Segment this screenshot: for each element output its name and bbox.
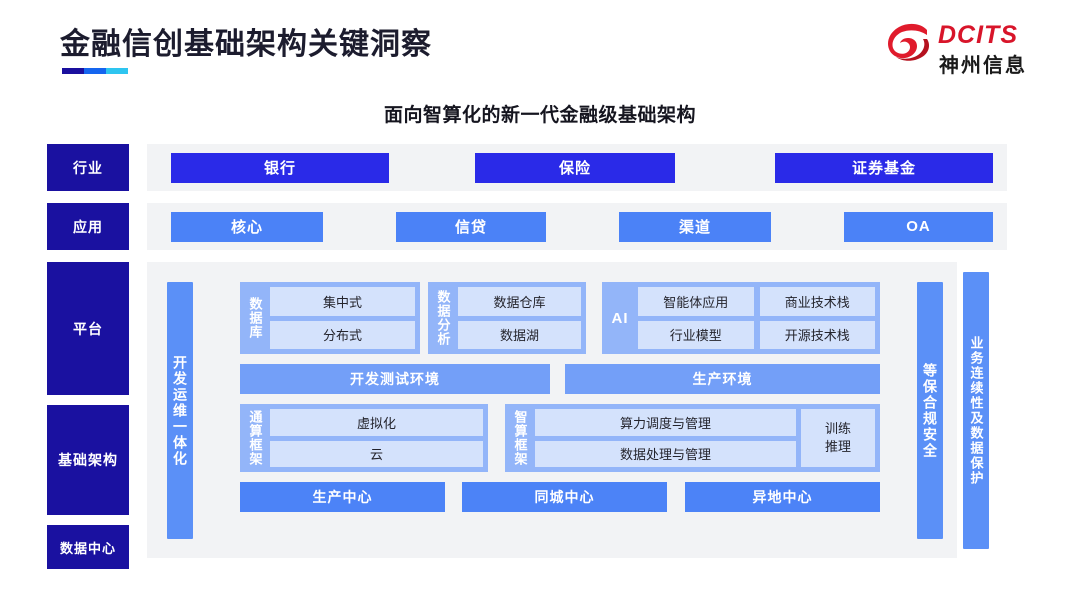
- chip-insurance[interactable]: 保险: [475, 152, 675, 183]
- logo-english-text: DCITS: [938, 21, 1018, 49]
- title-underline-rule: [62, 68, 128, 74]
- logo-chinese-text: 神州信息: [939, 55, 1027, 77]
- group-row: 算力调度与管理: [535, 409, 796, 436]
- vertical-bar-security[interactable]: 等保合规安全: [917, 282, 943, 539]
- item-virtualization[interactable]: 虚拟化: [270, 409, 483, 436]
- group-label-data-analysis: 数据分析: [435, 290, 451, 346]
- item-compute-scheduling[interactable]: 算力调度与管理: [535, 409, 796, 436]
- group-database: 数据库 集中式 分布式: [240, 282, 420, 354]
- group-row: 数据处理与管理: [535, 440, 796, 467]
- group-row: 集中式: [270, 287, 415, 316]
- group-general-computing-framework: 通算框架 虚拟化 云: [240, 404, 488, 472]
- chip-securities-fund[interactable]: 证券基金: [775, 152, 993, 183]
- bar-remote-center[interactable]: 异地中心: [685, 482, 880, 512]
- chip-banking[interactable]: 银行: [171, 152, 389, 183]
- item-centralized[interactable]: 集中式: [270, 287, 415, 316]
- sidebar-item-platform[interactable]: 平台: [47, 262, 129, 395]
- group-items-database: 集中式 分布式: [270, 287, 415, 349]
- layer-label-column: 行业 应用 平台 基础架构 数据中心: [47, 144, 129, 569]
- header: 金融信创基础架构关键洞察 DCITS 神州信息: [0, 0, 1080, 92]
- bar-same-city-center[interactable]: 同城中心: [462, 482, 667, 512]
- group-ai: AI 智能体应用 商业技术栈 行业模型 开源技术栈: [602, 282, 880, 354]
- group-items-intelligent-computing: 算力调度与管理 数据处理与管理: [535, 409, 796, 467]
- group-row: 虚拟化: [270, 409, 483, 436]
- group-row: 数据湖: [458, 320, 581, 349]
- item-data-processing[interactable]: 数据处理与管理: [535, 440, 796, 467]
- group-row: 分布式: [270, 320, 415, 349]
- application-row-panel: 核心 信贷 渠道 OA: [147, 203, 1007, 250]
- item-data-warehouse[interactable]: 数据仓库: [458, 287, 581, 316]
- item-commercial-stack[interactable]: 商业技术栈: [759, 287, 875, 316]
- group-data-analysis: 数据分析 数据仓库 数据湖: [428, 282, 586, 354]
- group-label-database: 数据库: [247, 297, 263, 339]
- rule-segment-3: [106, 68, 128, 74]
- group-label-ai: AI: [611, 309, 629, 327]
- chip-oa[interactable]: OA: [844, 211, 993, 242]
- training-label: 训练: [824, 421, 851, 437]
- chip-credit[interactable]: 信贷: [396, 211, 546, 242]
- group-label-general-computing: 通算框架: [247, 410, 263, 466]
- group-row: 行业模型 开源技术栈: [638, 320, 875, 349]
- platform-content: 数据库 集中式 分布式 数据分析 数据仓库 数据湖: [240, 282, 900, 540]
- vertical-bar-devops[interactable]: 开发运维一体化: [167, 282, 193, 539]
- item-opensource-stack[interactable]: 开源技术栈: [759, 320, 875, 349]
- group-intelligent-computing-framework: 智算框架 算力调度与管理 数据处理与管理 训练 推理: [505, 404, 880, 472]
- inference-label: 推理: [824, 439, 851, 454]
- item-distributed[interactable]: 分布式: [270, 320, 415, 349]
- vertical-bar-continuity[interactable]: 业务连续性及数据保护: [963, 272, 989, 549]
- bar-production-center[interactable]: 生产中心: [240, 482, 445, 512]
- sidebar-item-datacenter[interactable]: 数据中心: [47, 525, 129, 569]
- item-data-lake[interactable]: 数据湖: [458, 320, 581, 349]
- group-row: 智能体应用 商业技术栈: [638, 287, 875, 316]
- bar-dev-test-environment[interactable]: 开发测试环境: [240, 364, 550, 394]
- chip-core[interactable]: 核心: [171, 211, 323, 242]
- group-items-general-computing: 虚拟化 云: [270, 409, 483, 467]
- bar-production-environment[interactable]: 生产环境: [565, 364, 880, 394]
- group-items-ai: 智能体应用 商业技术栈 行业模型 开源技术栈: [638, 287, 875, 349]
- industry-row-panel: 银行 保险 证券基金: [147, 144, 1007, 191]
- chip-channel[interactable]: 渠道: [619, 211, 771, 242]
- group-items-data-analysis: 数据仓库 数据湖: [458, 287, 581, 349]
- rule-segment-1: [62, 68, 84, 74]
- sidebar-item-application[interactable]: 应用: [47, 203, 129, 250]
- item-training-inference[interactable]: 训练 推理: [801, 409, 875, 467]
- item-industry-model[interactable]: 行业模型: [638, 320, 754, 349]
- group-row: 云: [270, 440, 483, 467]
- brand-logo: DCITS 神州信息: [886, 18, 1046, 78]
- dcits-swirl-icon: [888, 23, 930, 61]
- rule-segment-2: [84, 68, 106, 74]
- item-agent-application[interactable]: 智能体应用: [638, 287, 754, 316]
- group-label-intelligent-computing: 智算框架: [512, 410, 528, 466]
- diagram-subtitle: 面向智算化的新一代金融级基础架构: [383, 105, 696, 126]
- item-cloud[interactable]: 云: [270, 440, 483, 467]
- group-row: 数据仓库: [458, 287, 581, 316]
- page-title: 金融信创基础架构关键洞察: [60, 28, 432, 61]
- sidebar-item-infrastructure[interactable]: 基础架构: [47, 405, 129, 515]
- sidebar-item-industry[interactable]: 行业: [47, 144, 129, 191]
